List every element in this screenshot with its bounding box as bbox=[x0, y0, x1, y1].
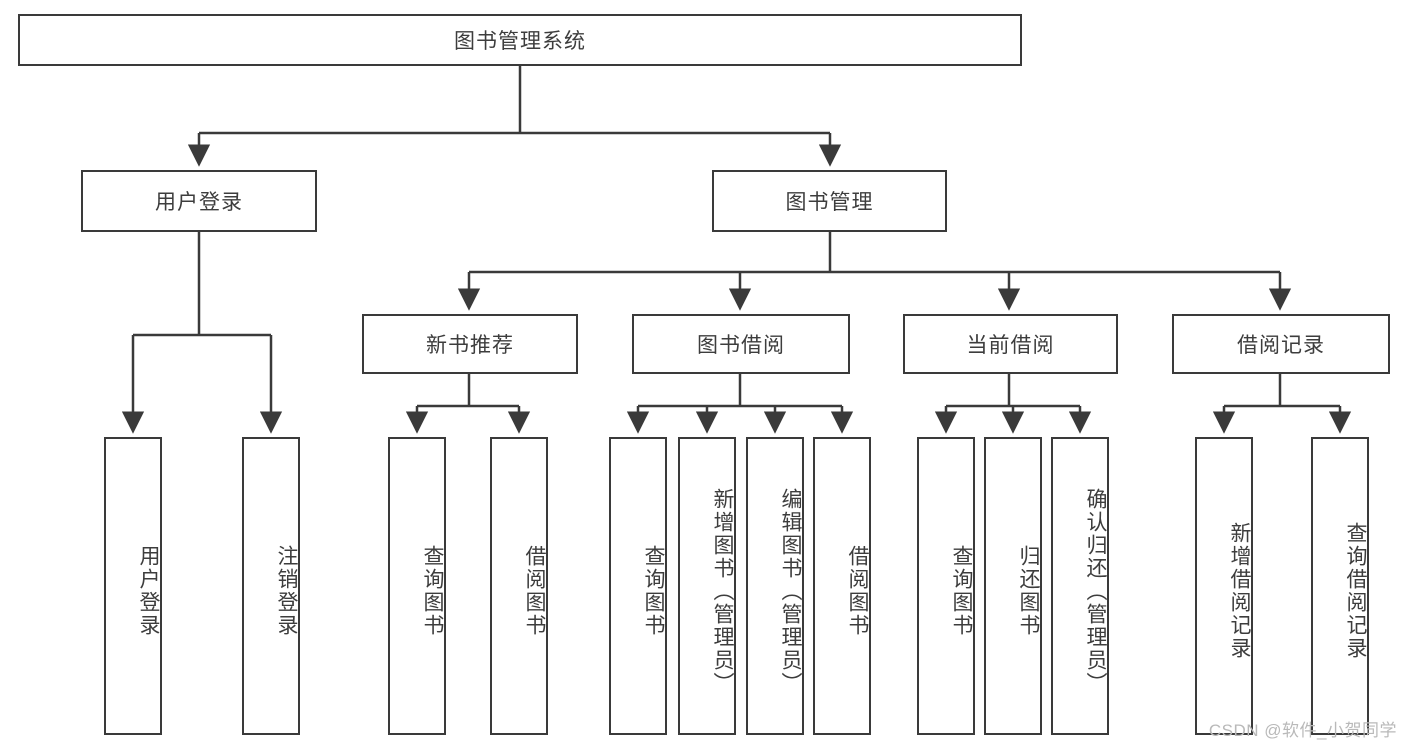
node-leaf-confirm-return[interactable]: 确认归还（管理员） bbox=[1051, 437, 1109, 735]
node-leaf-logout[interactable]: 注销登录 bbox=[242, 437, 300, 735]
node-leaf-add-record[interactable]: 新增借阅记录 bbox=[1195, 437, 1253, 735]
node-leaf-query-record[interactable]: 查询借阅记录 bbox=[1311, 437, 1369, 735]
node-new-book-rec-label: 新书推荐 bbox=[426, 334, 514, 357]
node-book-manage[interactable]: 图书管理 bbox=[712, 170, 947, 232]
node-new-book-rec[interactable]: 新书推荐 bbox=[362, 314, 578, 374]
node-root-label: 图书管理系统 bbox=[454, 30, 586, 53]
node-leaf-query-record-label: 查询借阅记录 bbox=[1344, 522, 1367, 660]
node-leaf-query-book-3-label: 查询图书 bbox=[950, 545, 973, 637]
node-leaf-borrow-book-1[interactable]: 借阅图书 bbox=[490, 437, 548, 735]
node-leaf-borrow-book-1-label: 借阅图书 bbox=[523, 545, 546, 637]
node-leaf-edit-book[interactable]: 编辑图书（管理员） bbox=[746, 437, 804, 735]
node-leaf-query-book-2[interactable]: 查询图书 bbox=[609, 437, 667, 735]
node-leaf-return-book-label: 归还图书 bbox=[1017, 545, 1040, 637]
node-leaf-user-login-label: 用户登录 bbox=[137, 545, 160, 637]
node-borrow-record[interactable]: 借阅记录 bbox=[1172, 314, 1390, 374]
node-leaf-user-login[interactable]: 用户登录 bbox=[104, 437, 162, 735]
node-book-manage-label: 图书管理 bbox=[785, 191, 874, 214]
node-current-borrow-label: 当前借阅 bbox=[966, 334, 1055, 357]
node-book-borrow-label: 图书借阅 bbox=[697, 334, 785, 357]
node-leaf-query-book-2-label: 查询图书 bbox=[642, 545, 665, 637]
node-leaf-confirm-return-label: 确认归还（管理员） bbox=[1084, 487, 1107, 695]
node-leaf-query-book-1-label: 查询图书 bbox=[421, 545, 444, 637]
node-leaf-borrow-book-2[interactable]: 借阅图书 bbox=[813, 437, 871, 735]
node-leaf-borrow-book-2-label: 借阅图书 bbox=[846, 545, 869, 637]
node-root[interactable]: 图书管理系统 bbox=[18, 14, 1022, 66]
node-leaf-add-record-label: 新增借阅记录 bbox=[1228, 522, 1251, 660]
node-leaf-return-book[interactable]: 归还图书 bbox=[984, 437, 1042, 735]
node-leaf-logout-label: 注销登录 bbox=[275, 545, 298, 637]
node-borrow-record-label: 借阅记录 bbox=[1237, 334, 1325, 357]
node-leaf-query-book-3[interactable]: 查询图书 bbox=[917, 437, 975, 735]
node-current-borrow[interactable]: 当前借阅 bbox=[903, 314, 1118, 374]
node-leaf-edit-book-label: 编辑图书（管理员） bbox=[779, 487, 802, 695]
node-user-login[interactable]: 用户登录 bbox=[81, 170, 317, 232]
node-leaf-add-book-label: 新增图书（管理员） bbox=[711, 487, 734, 695]
node-book-borrow[interactable]: 图书借阅 bbox=[632, 314, 850, 374]
node-leaf-add-book[interactable]: 新增图书（管理员） bbox=[678, 437, 736, 735]
node-leaf-query-book-1[interactable]: 查询图书 bbox=[388, 437, 446, 735]
watermark-text: CSDN @软件_小贺同学 bbox=[1208, 721, 1397, 740]
node-user-login-label: 用户登录 bbox=[155, 191, 243, 214]
